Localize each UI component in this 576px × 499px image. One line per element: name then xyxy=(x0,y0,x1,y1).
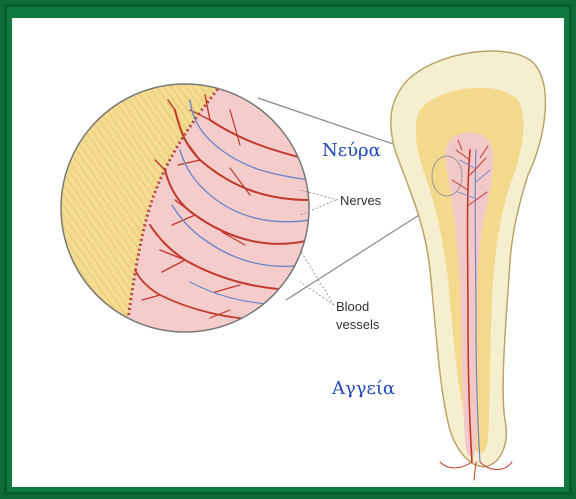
blood-vessels-label-line1: Blood xyxy=(336,298,369,315)
blood-vessels-label-line2: vessels xyxy=(336,316,379,333)
nerves-label: Nerves xyxy=(340,192,381,209)
vessels-greek-label: Αγγεία xyxy=(332,378,395,399)
nerves-greek-label: Νεύρα xyxy=(322,140,381,161)
